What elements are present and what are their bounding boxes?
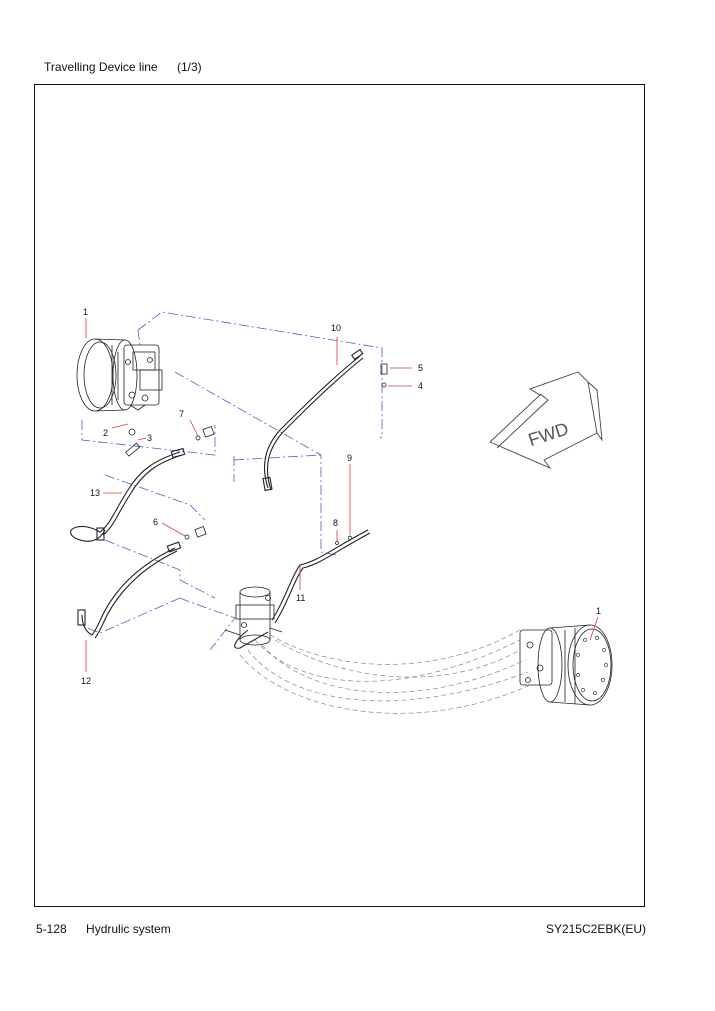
callout-6: 6 [153, 517, 158, 527]
model-code: SY215C2EBK(EU) [545, 922, 646, 936]
travel-motor-right [519, 624, 613, 706]
page-footer-left: 5-128 Hydrulic system [36, 922, 171, 936]
callout-11: 11 [296, 593, 305, 603]
section-name: Hydrulic system [86, 922, 171, 936]
callout-12: 12 [81, 676, 91, 686]
callout-13: 13 [90, 488, 100, 498]
travel-motor-left [76, 338, 163, 412]
callout-5: 5 [418, 363, 423, 373]
fwd-label: FWD [526, 418, 571, 450]
callout-8: 8 [333, 518, 338, 528]
drawing-frame [34, 84, 645, 907]
callout-1-left: 1 [83, 307, 88, 317]
callout-3: 3 [147, 433, 152, 443]
center-swivel-joint [224, 586, 283, 646]
callout-9: 9 [347, 453, 352, 463]
callout-4: 4 [418, 381, 423, 391]
page-number: 5-128 [36, 922, 67, 936]
hoses [70, 348, 371, 649]
callout-2: 2 [103, 428, 108, 438]
callout-10: 10 [331, 323, 341, 333]
centerlines [79, 311, 383, 651]
page-header: Travelling Device line (1/3) [44, 60, 202, 74]
header-title: Travelling Device line [44, 60, 158, 74]
sheet-number: (1/3) [176, 60, 202, 74]
hidden-hoses [239, 629, 531, 714]
callout-7: 7 [179, 409, 184, 419]
fwd-arrow: FWD [489, 371, 603, 470]
callouts: 1 10 5 4 7 2 3 13 6 9 8 11 1 12 [81, 307, 601, 686]
motor-bolt-holes [576, 636, 608, 695]
leader-lines [85, 318, 599, 672]
callout-1-right: 1 [596, 606, 601, 616]
